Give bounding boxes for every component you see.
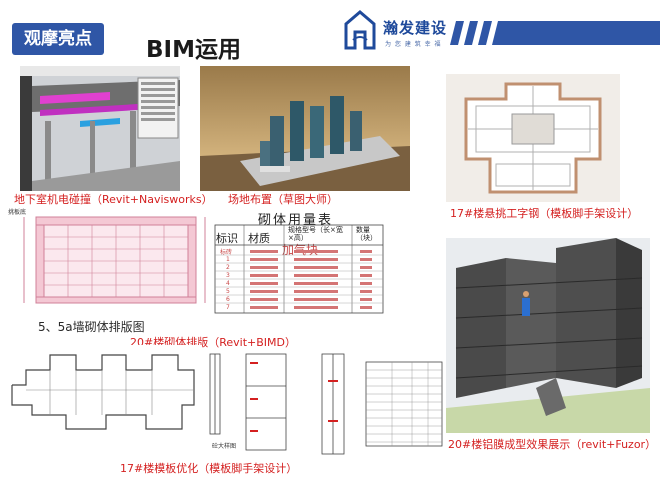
masonry-table-row-id: 3 [226, 272, 230, 279]
masonry-table-col-id: 标识 [216, 232, 238, 245]
masonry-table-row-id: 5 [226, 288, 230, 295]
basement-clash-caption: 地下室机电碰撞（Revit+Navisworks） [14, 193, 213, 206]
masonry-table-col-spec: 规格型号（长×宽×高） [288, 226, 343, 242]
formwork-drawing-label: 砼大样图 [212, 443, 237, 450]
aluminum-formwork-caption: 20#楼铝膜成型效果展示（revit+Fuzor） [448, 438, 657, 451]
masonry-table-col-material: 材质 [248, 232, 270, 245]
brand-slogan: 为 您 建 筑 幸 福 [385, 41, 442, 48]
brand-logo-icon [344, 10, 376, 50]
masonry-table-grid [214, 224, 384, 314]
masonry-table-row-id: 4 [226, 280, 230, 287]
masonry-table-row-id: 1 [226, 256, 230, 263]
masonry-bldg-image [6, 345, 202, 439]
brand-name: 瀚发建设 [383, 19, 448, 37]
header-stripes [450, 21, 660, 45]
steel-cantilever-caption: 17#楼悬挑工字钢（模板脚手架设计） [450, 207, 639, 220]
masonry-table-row-id: 6 [226, 296, 230, 303]
formwork-detail-image [206, 350, 446, 462]
masonry-table-row-id: 7 [226, 304, 230, 311]
masonry-wall-image [10, 207, 210, 315]
masonry-table-title: 砌体用量表 [258, 213, 334, 228]
section-tag: 观摩亮点 [12, 23, 104, 55]
basement-clash-image [20, 66, 180, 191]
page-title: BIM运用 [146, 37, 241, 63]
formwork-caption: 17#楼模板优化（模板脚手架设计） [120, 462, 298, 475]
masonry-table-image: 砌体用量表 标识 材质 规格型号（长×宽×高） 数量（块） 加气块 [214, 208, 384, 316]
masonry-wall-caption: 5、5a墙砌体排版图 [38, 320, 145, 334]
aluminum-formwork-image [446, 238, 650, 433]
masonry-table-row-id: 标砖 [220, 249, 233, 256]
steel-cantilever-image [446, 74, 620, 202]
masonry-table-row-id: 2 [226, 264, 230, 271]
masonry-table-col-qty: 数量（块） [356, 226, 377, 242]
site-layout-caption: 场地布置（草图大师） [228, 193, 338, 206]
site-layout-image [200, 66, 410, 191]
wall-drawing-label: 挑板底 [8, 209, 27, 216]
